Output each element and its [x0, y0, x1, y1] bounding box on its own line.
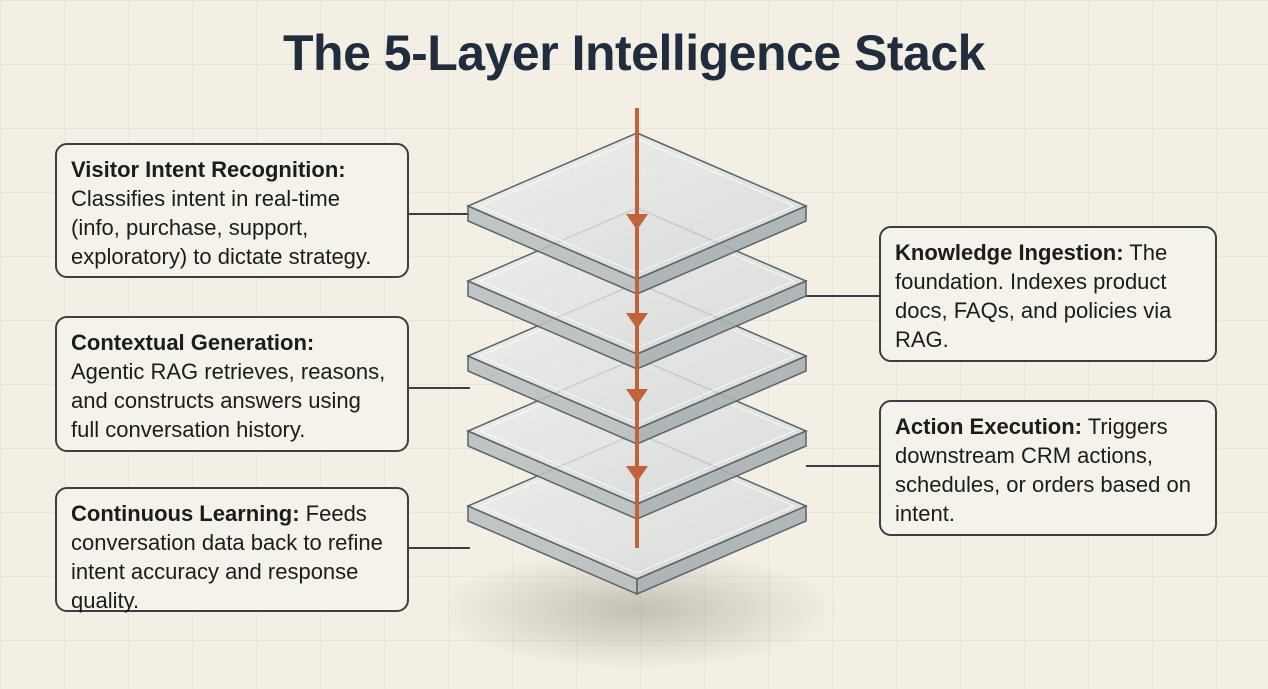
callout-heading: Continuous Learning:	[71, 501, 300, 526]
callout-body: Agentic RAG retrieves, reasons, and cons…	[71, 359, 386, 442]
arrowhead-icon	[626, 389, 648, 405]
callout-contextual-generation: Contextual Generation: Agentic RAG retri…	[55, 316, 409, 452]
callout-action-execution: Action Execution: Triggers downstream CR…	[879, 400, 1217, 536]
arrowhead-icon	[626, 313, 648, 329]
callout-body: Feeds conversation data back to refine i…	[71, 501, 383, 613]
callout-knowledge-ingestion: Knowledge Ingestion: The foundation. Ind…	[879, 226, 1217, 362]
callout-heading: Visitor Intent Recognition:	[71, 157, 346, 182]
diagram-title: The 5-Layer Intelligence Stack	[283, 25, 985, 81]
callout-body: Triggers downstream CRM actions, schedul…	[895, 414, 1191, 526]
callout-heading: Knowledge Ingestion:	[895, 240, 1124, 265]
callout-heading: Contextual Generation:	[71, 330, 315, 355]
arrowhead-icon	[626, 466, 648, 482]
arrowhead-icon	[626, 214, 648, 230]
callout-visitor-intent: Visitor Intent Recognition: Classifies i…	[55, 143, 409, 278]
stack-shadow	[437, 550, 837, 670]
callout-heading: Action Execution:	[895, 414, 1083, 439]
callout-body: The foundation. Indexes product docs, FA…	[895, 240, 1172, 352]
callout-body: Classifies intent in real-time (info, pu…	[71, 186, 372, 269]
callout-continuous-learning: Continuous Learning: Feeds conversation …	[55, 487, 409, 613]
